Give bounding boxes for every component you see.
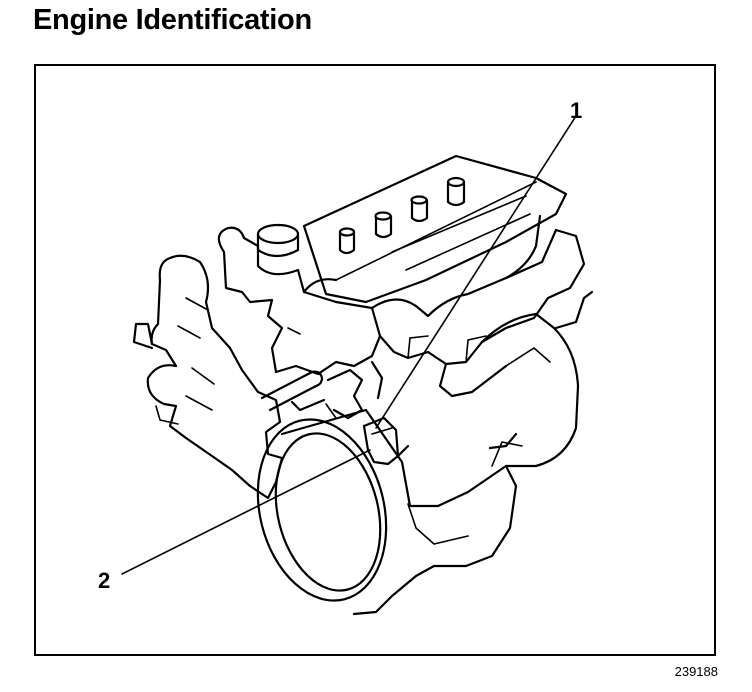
figure-id: 239188 xyxy=(674,664,718,679)
intake-area xyxy=(260,360,384,420)
oil-filler-cap xyxy=(256,223,300,258)
engine-illustration-icon xyxy=(121,115,594,616)
figure-frame: 1 2 xyxy=(34,64,716,656)
spark-plug-tubes xyxy=(338,176,466,255)
bell-housing xyxy=(256,408,523,616)
leader-lines xyxy=(121,115,577,575)
page-title: Engine Identification xyxy=(33,4,312,36)
engine-block-right xyxy=(396,290,594,468)
callout-1-label: 1 xyxy=(570,98,583,123)
cylinder-head xyxy=(217,214,586,376)
valve-cover xyxy=(302,154,568,304)
timing-cover xyxy=(132,254,284,500)
callout-2-label: 2 xyxy=(98,568,111,593)
engine-id-pad xyxy=(362,416,400,466)
